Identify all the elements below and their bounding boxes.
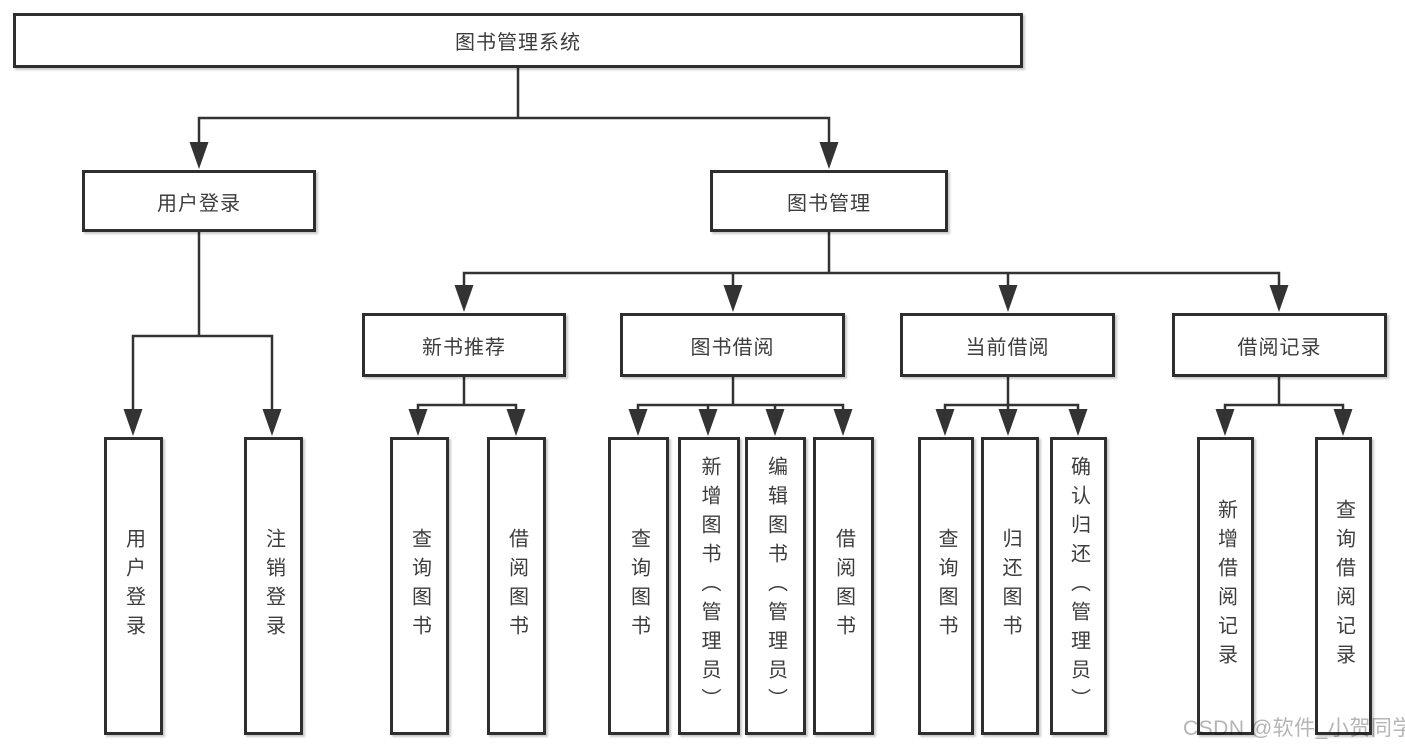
leaf-return-books: 归还图书 <box>981 437 1039 735</box>
node-new-book-recommend: 新书推荐 <box>362 313 566 377</box>
leaf-logout: 注销登录 <box>244 437 303 735</box>
leaf-borrow-books-2-label: 借阅图书 <box>832 528 855 644</box>
node-book-borrow-label: 图书借阅 <box>690 336 775 359</box>
leaf-query-books-3: 查询图书 <box>918 437 974 735</box>
node-user-login-label: 用户登录 <box>157 192 241 215</box>
node-book-management: 图书管理 <box>710 170 948 232</box>
leaf-query-books-2: 查询图书 <box>608 437 669 735</box>
node-user-login: 用户登录 <box>82 170 316 232</box>
node-borrow-records-label: 借阅记录 <box>1237 336 1322 359</box>
leaf-confirm-return-admin: 确认归还（管理员） <box>1050 437 1107 735</box>
leaf-query-books-3-label: 查询图书 <box>935 528 957 644</box>
node-current-borrow-label: 当前借阅 <box>965 336 1050 359</box>
leaf-add-books-admin-label: 新增图书（管理员） <box>698 455 720 717</box>
leaf-confirm-return-admin-label: 确认归还（管理员） <box>1067 455 1090 717</box>
leaf-borrow-books-1-label: 借阅图书 <box>505 528 528 644</box>
node-root: 图书管理系统 <box>13 13 1023 68</box>
leaf-query-borrow-record: 查询借阅记录 <box>1315 437 1372 735</box>
csdn-watermark: CSDN @软件_小贺同学 <box>1183 717 1405 740</box>
leaf-user-login: 用户登录 <box>104 437 163 735</box>
node-new-book-recommend-label: 新书推荐 <box>422 336 506 359</box>
leaf-logout-label: 注销登录 <box>262 528 285 644</box>
leaf-borrow-books-2: 借阅图书 <box>813 437 874 735</box>
node-root-label: 图书管理系统 <box>455 32 581 54</box>
leaf-user-login-label: 用户登录 <box>122 528 145 644</box>
node-borrow-records: 借阅记录 <box>1172 313 1387 377</box>
leaf-query-books-1-label: 查询图书 <box>408 528 431 644</box>
node-book-management-label: 图书管理 <box>787 192 871 215</box>
node-book-borrow: 图书借阅 <box>620 313 845 377</box>
leaf-add-borrow-record-label: 新增借阅记录 <box>1214 499 1237 673</box>
node-current-borrow: 当前借阅 <box>900 313 1115 377</box>
leaf-query-books-2-label: 查询图书 <box>627 528 650 644</box>
leaf-query-books-1: 查询图书 <box>390 437 449 735</box>
leaf-edit-books-admin: 编辑图书（管理员） <box>745 437 806 735</box>
leaf-query-borrow-record-label: 查询借阅记录 <box>1332 499 1355 673</box>
leaf-add-books-admin: 新增图书（管理员） <box>678 437 740 735</box>
leaf-return-books-label: 归还图书 <box>999 528 1021 644</box>
leaf-edit-books-admin-label: 编辑图书（管理员） <box>764 455 787 717</box>
leaf-borrow-books-1: 借阅图书 <box>487 437 546 735</box>
leaf-add-borrow-record: 新增借阅记录 <box>1197 437 1254 735</box>
